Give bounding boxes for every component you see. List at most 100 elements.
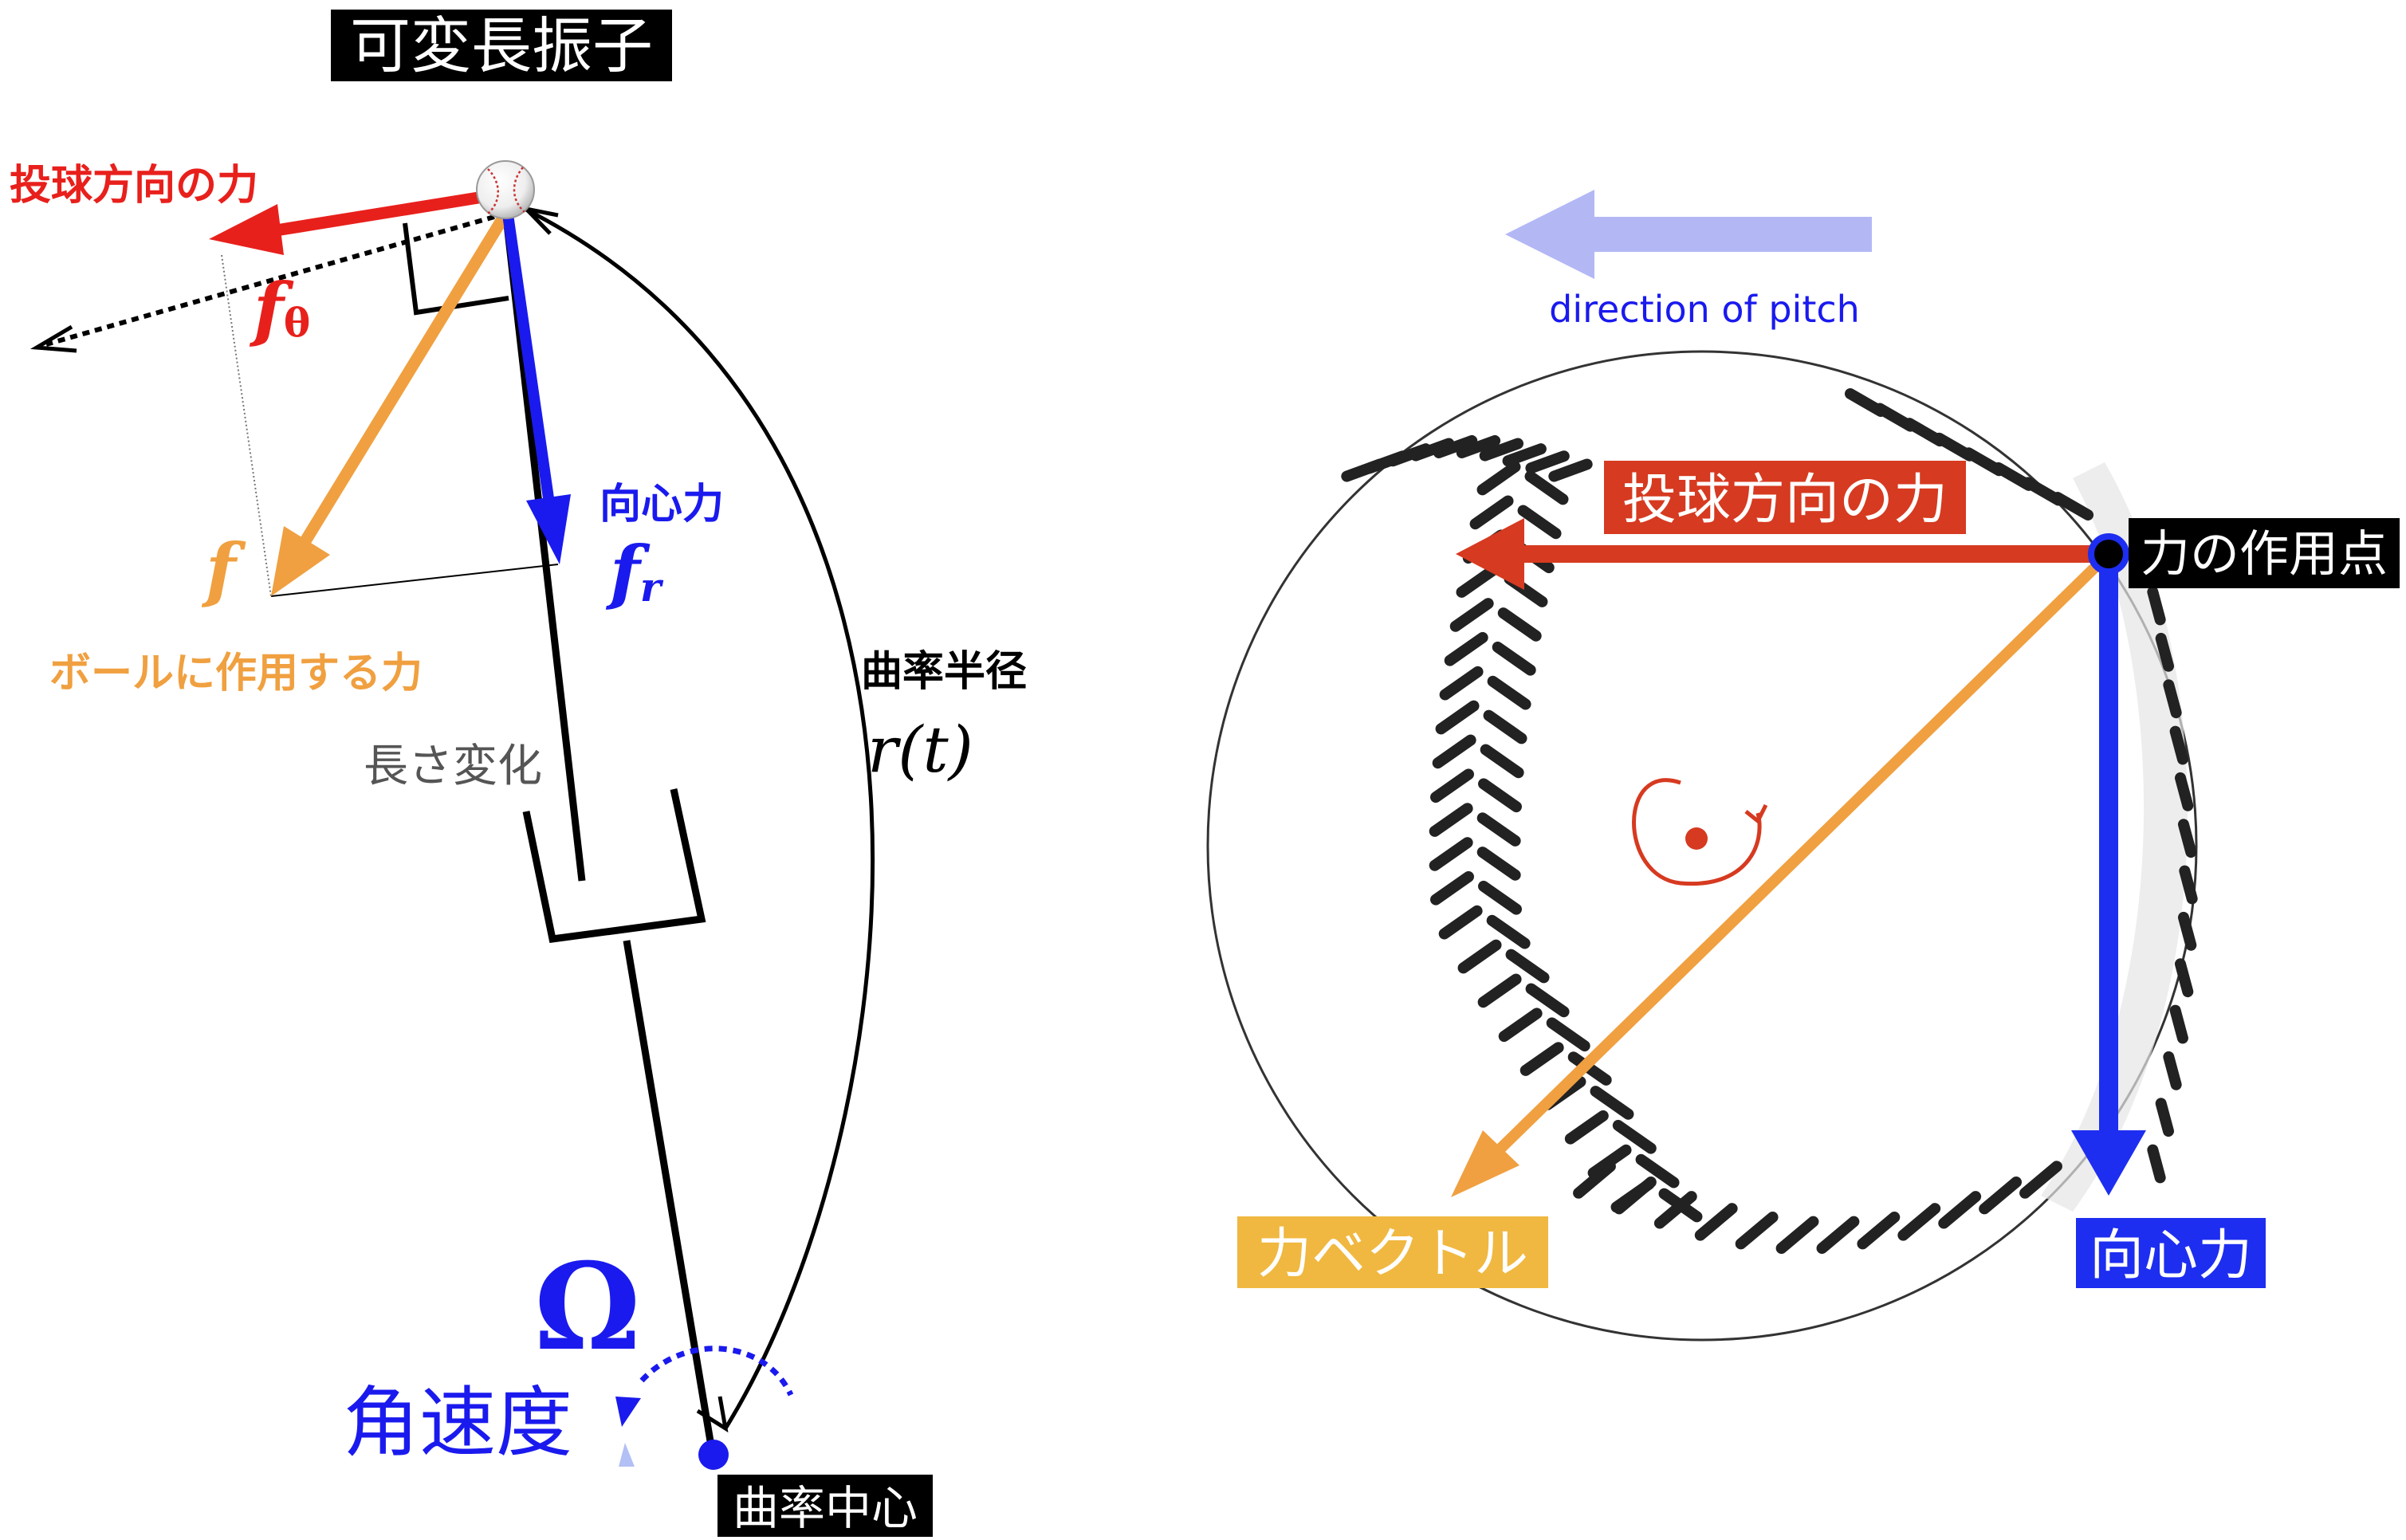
force-f-arrow-shaft <box>289 216 508 561</box>
pitch-direction-arrowhead <box>1505 190 1594 279</box>
angular-velocity-tail-ghost <box>619 1443 635 1467</box>
curvature-radius-arc <box>523 206 875 1430</box>
trajectory-dotted-line <box>45 214 495 347</box>
length-change-label: 長さ変化 <box>364 741 542 792</box>
trajectory-arrowhead <box>29 324 77 353</box>
seam-stitch <box>1444 631 1488 666</box>
seam-stitch <box>1432 734 1476 769</box>
throw-direction-force-label: 投球方向の力 <box>10 162 258 210</box>
force-f-arrowhead <box>271 526 330 596</box>
application-point-dot <box>2088 533 2129 575</box>
baseball <box>476 160 535 219</box>
seam-stitch <box>1456 564 1500 598</box>
seam-stitch <box>2169 1004 2188 1044</box>
f-r-symbol: fr <box>605 530 664 613</box>
right-panel: direction of pitch 投球方向の力 力の作用点 <box>1206 190 2400 1342</box>
seam-stitch <box>1857 1211 1901 1250</box>
seam-stitch <box>1430 870 1474 906</box>
seam-stitch <box>1525 450 1570 474</box>
seam-stitch <box>1483 709 1527 744</box>
seam-stitch <box>1938 1191 1982 1229</box>
force-ftheta-arrowhead <box>209 204 284 255</box>
arc-arrowhead-top <box>520 205 559 235</box>
seam-stitch <box>2019 1161 2062 1199</box>
seam-stitch <box>1524 470 1569 505</box>
seam-stitch <box>1438 905 1483 940</box>
seam-stitch <box>1573 1161 1616 1199</box>
seam-stitch <box>1517 505 1562 540</box>
seam-stitch <box>1564 1110 1609 1145</box>
seam-stitch <box>2163 1051 2182 1090</box>
force-vector-arrowhead <box>1451 1130 1519 1197</box>
seam-stitch <box>1897 1203 1941 1241</box>
seam-stitch <box>1476 812 1521 847</box>
ball-force-label: ボールに作用する力 <box>49 650 423 697</box>
ball-edge-shading <box>2041 462 2188 1212</box>
seam-stitch <box>1449 598 1494 632</box>
seam-stitch <box>1487 675 1531 710</box>
seam-stitch <box>1546 1017 1590 1052</box>
left-panel: 可変長振子 <box>10 10 1027 1537</box>
seam-stitch <box>1694 1203 1738 1241</box>
seam-stitch <box>2051 492 2094 521</box>
seam-stitch <box>2163 679 2182 719</box>
seam-stitch <box>1469 495 1514 530</box>
centripetal-force-arrowhead <box>2071 1130 2146 1196</box>
seam-stitches <box>1341 388 2198 1254</box>
angular-velocity-dotted-arc <box>639 1346 794 1397</box>
right-angle-mark <box>403 222 509 316</box>
application-point-badge: 力の作用点 <box>2129 518 2400 588</box>
force-vector-badge: 力ベクトル <box>1237 1216 1548 1288</box>
seam-stitch <box>1456 434 1501 458</box>
force-fr-arrow-shaft <box>501 208 555 505</box>
centripetal-force-label: 向心力 <box>600 481 724 528</box>
seam-stitch <box>1476 461 1521 496</box>
seam-stitch <box>2147 1144 2166 1184</box>
parallelogram-bottom-line <box>270 564 559 597</box>
seam-stitch <box>1502 443 1547 467</box>
f-symbol: f <box>201 528 246 611</box>
seam-stitch <box>1505 949 1550 984</box>
seam-stitch <box>2177 819 2197 858</box>
curvature-center-label: 曲率中心 <box>733 1481 918 1535</box>
length-change-sleeve <box>522 788 706 944</box>
seam-stitch <box>1476 847 1521 881</box>
seam-stitch <box>1480 744 1524 779</box>
omega-symbol: Ω <box>534 1237 641 1377</box>
parallelogram-left-line <box>221 254 272 597</box>
seam-stitch <box>2155 1098 2175 1137</box>
seam-stitch <box>1477 973 1522 1008</box>
centripetal-badge: 向心力 <box>2076 1218 2266 1288</box>
seam-stitch <box>1492 641 1536 676</box>
centripetal-label: 向心力 <box>2090 1224 2252 1287</box>
seam-stitch <box>1979 1177 2023 1215</box>
force-vector-label: 力ベクトル <box>1257 1223 1528 1286</box>
pendulum-rod-lower <box>623 940 716 1452</box>
seam-stitch <box>1435 700 1480 735</box>
throw-force-badge: 投球方向の力 <box>1604 461 1966 534</box>
seam-stitch <box>1635 1153 1680 1188</box>
curvature-center-dot <box>698 1440 729 1470</box>
seam-stitch <box>1429 837 1473 871</box>
seam-stitch <box>1498 1008 1543 1043</box>
page-title: 可変長振子 <box>350 10 653 81</box>
angular-velocity-label: 角速度 <box>343 1378 572 1467</box>
rotation-center-dot <box>1685 827 1708 850</box>
rotation-indicator-arc <box>1632 778 1762 886</box>
seam-stitch <box>2174 958 2194 998</box>
application-point-label: 力の作用点 <box>2141 524 2388 583</box>
seam-stitch <box>1519 1042 1564 1076</box>
seam-stitch <box>2177 911 2197 951</box>
force-fr-arrowhead <box>526 494 571 564</box>
seam-stitch <box>1478 778 1522 813</box>
seam-stitch <box>1612 1119 1657 1154</box>
title-badge: 可変長振子 <box>331 10 672 81</box>
pitch-direction-label: direction of pitch <box>1549 288 1860 331</box>
force-vector-arrow-shaft <box>1493 549 2113 1157</box>
seam-stitch <box>1433 434 1478 458</box>
seam-stitch <box>1775 1216 1819 1254</box>
seam-stitch <box>1430 768 1474 803</box>
seam-stitch <box>2174 772 2194 811</box>
seam-stitch <box>2147 586 2166 626</box>
